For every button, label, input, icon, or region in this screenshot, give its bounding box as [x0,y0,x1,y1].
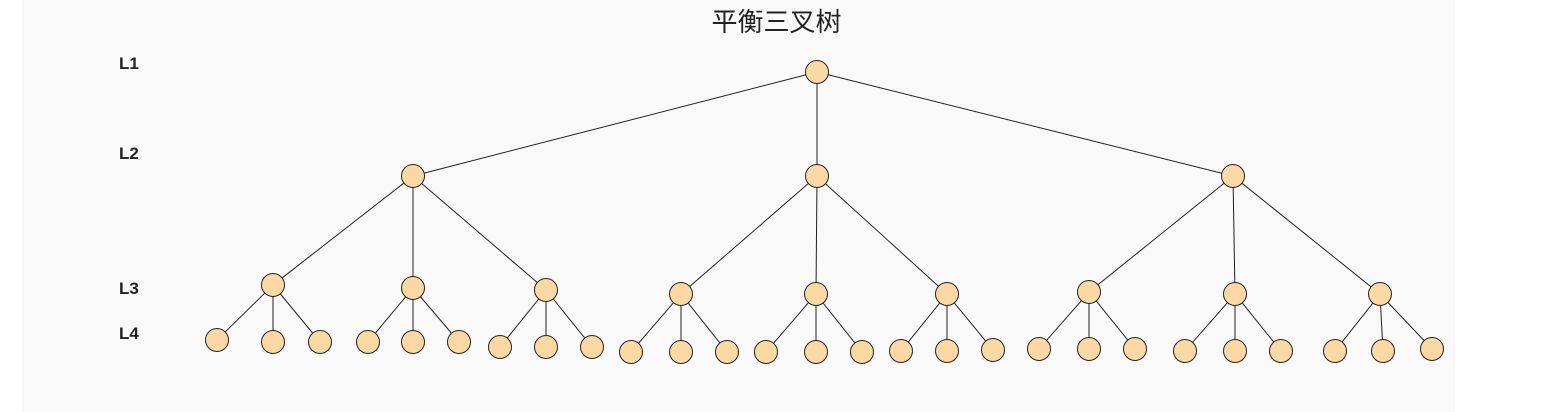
tree-node-l4-4 [401,330,425,354]
edge-l1-l2-2 [828,74,1222,174]
tree-node-l4-15 [889,339,913,363]
edge-l3-l4-2 [279,293,314,334]
edge-l3-l4-12 [773,302,809,344]
tree-node-l4-20 [1123,337,1147,361]
edge-l2-l3-3 [689,183,809,287]
edge-l2-l3-5 [825,183,939,287]
edge-l3-l4-8 [552,298,586,339]
edge-l1-l2-0 [424,74,806,174]
tree-node-l4-13 [804,340,828,364]
edge-l2-l3-6 [1097,182,1225,286]
tree-node-l3-8 [1368,282,1392,306]
level-label-l2: L2 [119,144,139,163]
level-label-l1: L1 [119,54,139,73]
edge-l3-l4-0 [224,292,266,333]
edge-l3-l4-3 [374,296,407,334]
tree-node-l4-8 [580,335,604,359]
tree-node-l4-5 [447,330,471,354]
edge-l3-l4-21 [1192,302,1228,343]
tree-node-l4-19 [1077,337,1101,361]
edge-l3-l4-18 [1046,300,1082,341]
tree-node-l4-10 [669,340,693,364]
edge-l2-l3-4 [815,187,818,283]
tree-node-l2-2 [1221,164,1245,188]
diagram-canvas [22,0,1455,412]
tree-node-l4-23 [1269,339,1293,363]
tree-node-l4-14 [850,340,874,364]
edge-l2-l3-0 [281,182,405,279]
tree-node-l4-18 [1027,337,1051,361]
tree-node-l4-16 [935,339,959,363]
edge-l2-l3-8 [1241,182,1372,288]
tree-node-l4-25 [1371,339,1395,363]
tree-node-l3-5 [935,282,959,306]
edge-l3-l4-6 [506,298,540,339]
tree-node-l4-17 [981,338,1005,362]
edge-l3-l4-17 [953,302,987,342]
tree-node-l4-12 [754,340,778,364]
edge-l3-l4-11 [687,302,721,344]
edge-l3-l4-15 [907,302,941,343]
tree-node-l4-24 [1323,339,1347,363]
tree-node-l4-1 [261,330,285,354]
level-label-l4: L4 [119,324,139,343]
tree-nodes [205,60,1444,364]
level-label-l3: L3 [119,279,139,298]
tree-node-l3-0 [261,273,285,297]
tree-node-l4-11 [715,340,739,364]
diagram-title: 平衡三叉树 [711,8,842,38]
tree-node-l4-6 [488,335,512,359]
edge-l3-l4-9 [638,302,674,344]
edge-l3-l4-26 [1387,302,1425,341]
tree-node-l3-1 [401,276,425,300]
edge-l3-l4-24 [1341,302,1374,343]
tree-node-l3-4 [804,282,828,306]
edge-l3-l4-14 [822,302,856,344]
tree-node-l4-0 [205,328,229,352]
tree-node-l2-1 [805,164,829,188]
edge-l2-l3-2 [421,183,538,283]
tree-node-l4-21 [1173,339,1197,363]
tree-node-l4-7 [534,335,558,359]
edge-l3-l4-23 [1241,302,1275,343]
tree-node-l4-26 [1420,337,1444,361]
edge-l3-l4-25 [1380,305,1383,340]
tree-node-l3-7 [1223,282,1247,306]
tree-node-l3-3 [669,282,693,306]
tree-node-l3-2 [534,278,558,302]
edge-l3-l4-20 [1095,300,1129,341]
edge-l2-l3-7 [1232,187,1236,283]
tree-edges [224,74,1425,344]
tree-node-l3-6 [1077,280,1101,304]
edge-l3-l4-5 [420,296,452,334]
tree-node-l4-9 [619,340,643,364]
tree-node-l4-22 [1223,339,1247,363]
tree-node-l4-3 [356,330,380,354]
tree-node-l2-0 [401,164,425,188]
tree-node-l1-0 [805,60,829,84]
tree-node-l4-2 [308,330,332,354]
